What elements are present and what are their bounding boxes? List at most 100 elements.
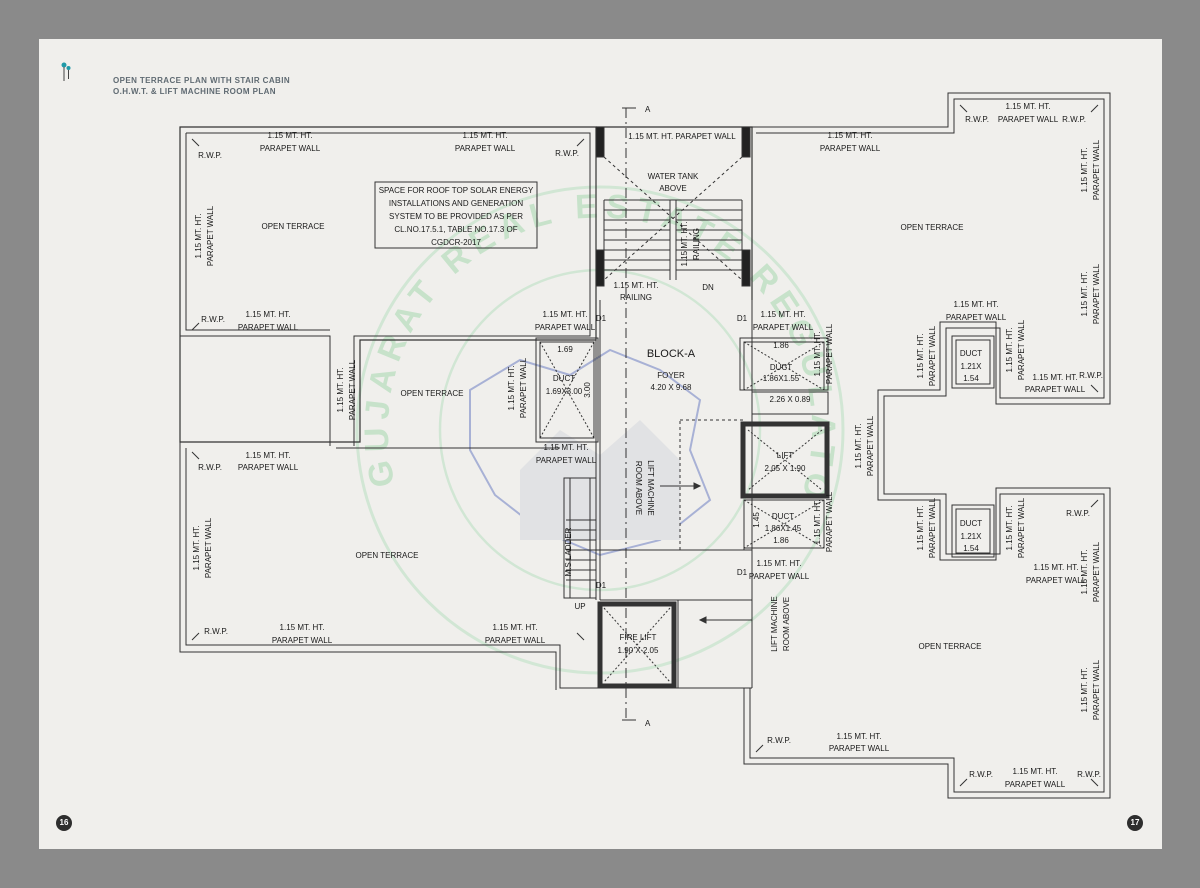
parapet-label: PARAPET WALL bbox=[455, 144, 516, 153]
fire-lift-label: FIRE LIFT bbox=[620, 633, 657, 642]
duct-size: 1.86X1.55 bbox=[763, 374, 800, 383]
parapet-label: PARAPET WALL bbox=[1017, 497, 1026, 558]
open-terrace-label: OPEN TERRACE bbox=[919, 642, 982, 651]
parapet-label: 1.15 MT. HT. bbox=[1080, 272, 1089, 317]
dimension-label: 1.86 bbox=[773, 536, 789, 545]
plan-title-line1: OPEN TERRACE PLAN WITH STAIR CABIN bbox=[113, 76, 291, 85]
rwp-label: R.W.P. bbox=[767, 736, 791, 745]
duct-size: 1.69X3.00 bbox=[546, 387, 583, 396]
parapet-label: 1.15 MT. HT. bbox=[954, 300, 999, 309]
dimension-label: 1.86 bbox=[773, 341, 789, 350]
parapet-label: PARAPET WALL bbox=[753, 323, 814, 332]
duct-label: DUCT bbox=[553, 374, 575, 383]
seal-text: GUJARAT REAL ESTATE REGULATORY AUTHORITY bbox=[0, 0, 835, 511]
duct-label: DUCT bbox=[960, 519, 982, 528]
door-label: D1 bbox=[596, 314, 607, 323]
parapet-label: 1.15 MT. HT. bbox=[336, 368, 345, 413]
rwp-label: R.W.P. bbox=[198, 151, 222, 160]
parapet-label: PARAPET WALL bbox=[348, 359, 357, 420]
parapet-label: 1.15 MT. HT. PARAPET WALL bbox=[628, 132, 736, 141]
parapet-label: 1.15 MT. HT. bbox=[1034, 563, 1079, 572]
svg-text:CGDCR-2017: CGDCR-2017 bbox=[431, 238, 481, 247]
section-marker: A bbox=[645, 105, 651, 114]
page-number-right: 17 bbox=[1127, 815, 1143, 831]
rwp-label: R.W.P. bbox=[969, 770, 993, 779]
fire-lift-size: 1.90 X 2.05 bbox=[618, 646, 659, 655]
open-terrace-label: OPEN TERRACE bbox=[401, 389, 464, 398]
rwp-label: R.W.P. bbox=[204, 627, 228, 636]
water-tank-label: ABOVE bbox=[659, 184, 687, 193]
parapet-label: PARAPET WALL bbox=[825, 323, 834, 384]
parapet-label: 1.15 MT. HT. bbox=[757, 559, 802, 568]
parapet-label: 1.15 MT. HT. bbox=[916, 334, 925, 379]
railing-label: RAILING bbox=[620, 293, 652, 302]
lift-size: 2.05 X 1.90 bbox=[765, 464, 806, 473]
lift-machine-room-label: ROOM ABOVE bbox=[782, 597, 791, 651]
dimension-label: 2.26 X 0.89 bbox=[770, 395, 811, 404]
parapet-label: 1.15 MT. HT. bbox=[507, 366, 516, 411]
parapet-label: PARAPET WALL bbox=[535, 323, 596, 332]
dimension-label: 3.00 bbox=[583, 382, 592, 398]
open-terrace-label: OPEN TERRACE bbox=[356, 551, 419, 560]
block-label: BLOCK-A bbox=[647, 348, 696, 360]
parapet-label: 1.15 MT. HT. bbox=[1005, 506, 1014, 551]
svg-text:CL.NO.17.5.1, TABLE NO.17.3 OF: CL.NO.17.5.1, TABLE NO.17.3 OF bbox=[394, 225, 517, 234]
parapet-label: 1.15 MT. HT. bbox=[246, 451, 291, 460]
parapet-label: PARAPET WALL bbox=[1005, 780, 1066, 789]
foyer-label: FOYER bbox=[657, 371, 685, 380]
parapet-label: 1.15 MT. HT. bbox=[192, 526, 201, 571]
door-label: D1 bbox=[737, 314, 748, 323]
door-label: D1 bbox=[737, 568, 748, 577]
rwp-label: R.W.P. bbox=[198, 463, 222, 472]
duct-label: DUCT bbox=[772, 512, 794, 521]
parapet-label: 1.15 MT. HT. bbox=[268, 131, 313, 140]
open-terrace-label: OPEN TERRACE bbox=[901, 223, 964, 232]
parapet-label: PARAPET WALL bbox=[749, 572, 810, 581]
door-label: D1 bbox=[596, 581, 607, 590]
parapet-label: 1.15 MT. HT. bbox=[761, 310, 806, 319]
parapet-label: PARAPET WALL bbox=[272, 636, 333, 645]
parapet-label: 1.15 MT. HT. bbox=[614, 281, 659, 290]
duct-size: 1.86X1.45 bbox=[765, 524, 802, 533]
rwp-label: R.W.P. bbox=[1062, 115, 1086, 124]
lift-machine-room-label: LIFT MACHINE bbox=[646, 460, 655, 515]
parapet-label: 1.15 MT. HT. bbox=[1080, 148, 1089, 193]
parapet-label: PARAPET WALL bbox=[829, 744, 890, 753]
parapet-label: PARAPET WALL bbox=[485, 636, 546, 645]
parapet-label: PARAPET WALL bbox=[1092, 541, 1101, 602]
parapet-label: 1.15 MT. HT. bbox=[1080, 550, 1089, 595]
plan-title-line2: O.H.W.T. & LIFT MACHINE ROOM PLAN bbox=[113, 87, 276, 96]
parapet-label: 1.15 MT. HT. bbox=[544, 443, 589, 452]
svg-text:SPACE FOR ROOF TOP SOLAR ENERG: SPACE FOR ROOF TOP SOLAR ENERGY bbox=[379, 186, 534, 195]
parapet-label: 1.15 MT. HT. bbox=[246, 310, 291, 319]
parapet-label: 1.15 MT. HT. bbox=[1013, 767, 1058, 776]
parapet-label: PARAPET WALL bbox=[536, 456, 597, 465]
parapet-label: 1.15 MT. HT. bbox=[280, 623, 325, 632]
parapet-label: 1.15 MT. HT. bbox=[194, 214, 203, 259]
parapet-label: PARAPET WALL bbox=[998, 115, 1059, 124]
foyer-size: 4.20 X 9.68 bbox=[651, 383, 692, 392]
parapet-label: 1.15 MT. HT. bbox=[1005, 328, 1014, 373]
parapet-label: PARAPET WALL bbox=[825, 491, 834, 552]
duct-size: 1.21X bbox=[961, 532, 983, 541]
parapet-label: 1.15 MT. HT. bbox=[916, 506, 925, 551]
parapet-label: 1.15 MT. HT. bbox=[1033, 373, 1078, 382]
parapet-label: PARAPET WALL bbox=[866, 415, 875, 476]
lift-machine-room-label: ROOM ABOVE bbox=[634, 461, 643, 515]
page-number-left: 16 bbox=[56, 815, 72, 831]
svg-text:GUJARAT REAL ESTATE REGULATORY: GUJARAT REAL ESTATE REGULATORY AUTHORITY bbox=[0, 0, 842, 511]
parapet-label: 1.15 MT. HT. bbox=[813, 500, 822, 545]
parapet-label: PARAPET WALL bbox=[1026, 576, 1087, 585]
section-marker: A bbox=[645, 719, 651, 728]
up-label: UP bbox=[574, 602, 585, 611]
svg-text:INSTALLATIONS AND GENERATION: INSTALLATIONS AND GENERATION bbox=[389, 199, 523, 208]
parapet-label: PARAPET WALL bbox=[206, 205, 215, 266]
rwp-label: R.W.P. bbox=[1077, 770, 1101, 779]
rwp-label: R.W.P. bbox=[1079, 371, 1103, 380]
svg-text:SYSTEM TO BE PROVIDED AS PER: SYSTEM TO BE PROVIDED AS PER bbox=[389, 212, 523, 221]
parapet-label: 1.15 MT. HT. bbox=[813, 332, 822, 377]
parapet-label: 1.15 MT. HT. bbox=[1080, 668, 1089, 713]
parapet-label: PARAPET WALL bbox=[946, 313, 1007, 322]
parapet-label: 1.15 MT. HT. bbox=[543, 310, 588, 319]
railing-label: RAILING bbox=[692, 228, 701, 260]
